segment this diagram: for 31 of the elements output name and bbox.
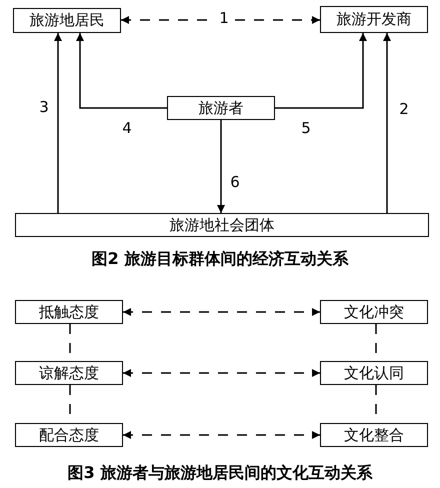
- box-text: 配合态度: [39, 428, 99, 442]
- label-box: [15, 300, 123, 324]
- label-box: [320, 361, 428, 385]
- label-box: [15, 423, 123, 447]
- arrow: [275, 33, 367, 109]
- box-text: 旅游者: [198, 100, 244, 116]
- label-box: [15, 213, 429, 237]
- arrow: [54, 33, 62, 213]
- box-text: 旅游开发商: [336, 12, 412, 27]
- box-text: 旅游地居民: [30, 13, 104, 28]
- box-text: 文化冲突: [344, 304, 404, 320]
- label-box: [320, 6, 428, 33]
- label-box: [15, 361, 123, 385]
- label-box: [167, 96, 275, 120]
- figure-caption: 图2 旅游目标群体间的经济互动关系: [92, 249, 348, 268]
- box-text: 谅解态度: [39, 366, 99, 380]
- label-box: [13, 8, 121, 33]
- dashed-arrow: [123, 308, 320, 316]
- arrow: [76, 33, 167, 109]
- dashed-arrow: [121, 16, 320, 24]
- dashed-arrow: [123, 369, 320, 377]
- box-text: 文化认同: [344, 366, 404, 380]
- box-text: 旅游地社会团体: [170, 218, 274, 232]
- box-text: 抵触态度: [39, 304, 99, 320]
- arrow: [217, 120, 225, 213]
- box-text: 文化整合: [344, 428, 404, 442]
- dashed-arrow: [123, 431, 320, 439]
- label-box: [320, 423, 428, 447]
- arrow: [383, 33, 391, 213]
- figure-caption: 图3 旅游者与旅游地居民间的文化互动关系: [68, 463, 372, 482]
- label-box: [320, 300, 428, 324]
